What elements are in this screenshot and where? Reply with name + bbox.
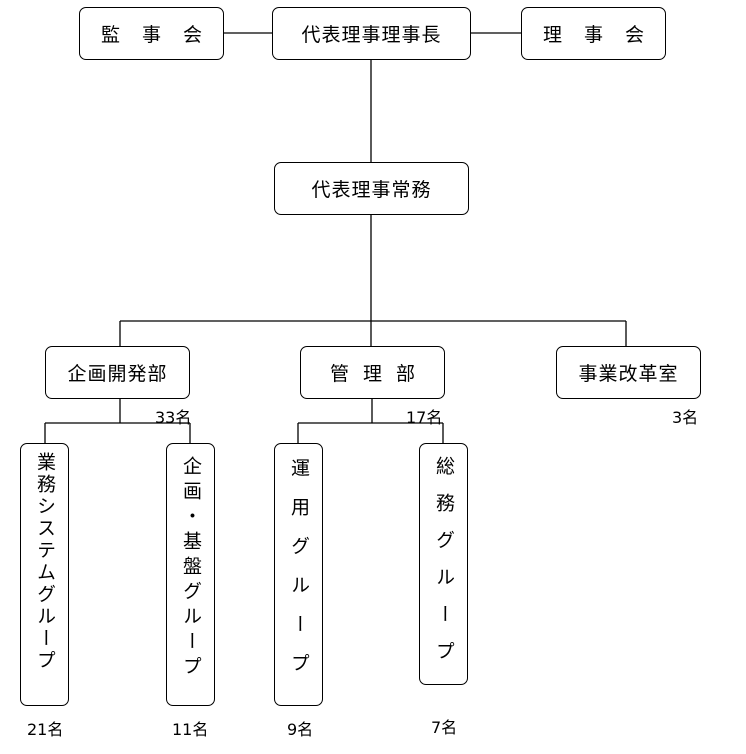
group-operations-count: 9名: [287, 720, 314, 739]
board-label: 理事会: [543, 24, 667, 46]
group-business-system-label: 業務システムグループ: [34, 452, 56, 672]
audit-committee-label: 監事会: [101, 24, 225, 46]
dept-reform-label: 事業改革室: [578, 363, 679, 385]
dept-planning-box: 企画開発部: [45, 346, 190, 399]
dept-admin-label: 管理部: [329, 363, 429, 385]
board-box: 理事会: [521, 7, 666, 60]
dept-planning-label: 企画開発部: [67, 363, 168, 385]
group-operations-label: 運用グループ: [288, 458, 310, 692]
chairman-box: 代表理事理事長: [272, 7, 471, 60]
dept-planning-count: 33名: [155, 408, 192, 427]
group-operations-box: 運用グループ: [274, 443, 323, 706]
dept-reform-count: 3名: [672, 408, 699, 427]
dept-admin-count: 17名: [406, 408, 443, 427]
group-planning-infra-label: 企画・基盤グループ: [180, 456, 202, 681]
audit-committee-box: 監事会: [79, 7, 224, 60]
group-business-system-count: 21名: [27, 720, 64, 739]
group-general-affairs-label: 総務グループ: [433, 456, 455, 678]
executive-director-label: 代表理事常務: [311, 179, 432, 201]
chairman-label: 代表理事理事長: [301, 24, 442, 46]
group-planning-infra-box: 企画・基盤グループ: [166, 443, 215, 706]
executive-director-box: 代表理事常務: [274, 162, 469, 215]
dept-reform-box: 事業改革室: [556, 346, 701, 399]
group-planning-infra-count: 11名: [172, 720, 209, 739]
group-general-affairs-count: 7名: [431, 718, 458, 737]
dept-admin-box: 管理部: [300, 346, 445, 399]
group-business-system-box: 業務システムグループ: [20, 443, 69, 706]
group-general-affairs-box: 総務グループ: [419, 443, 468, 685]
